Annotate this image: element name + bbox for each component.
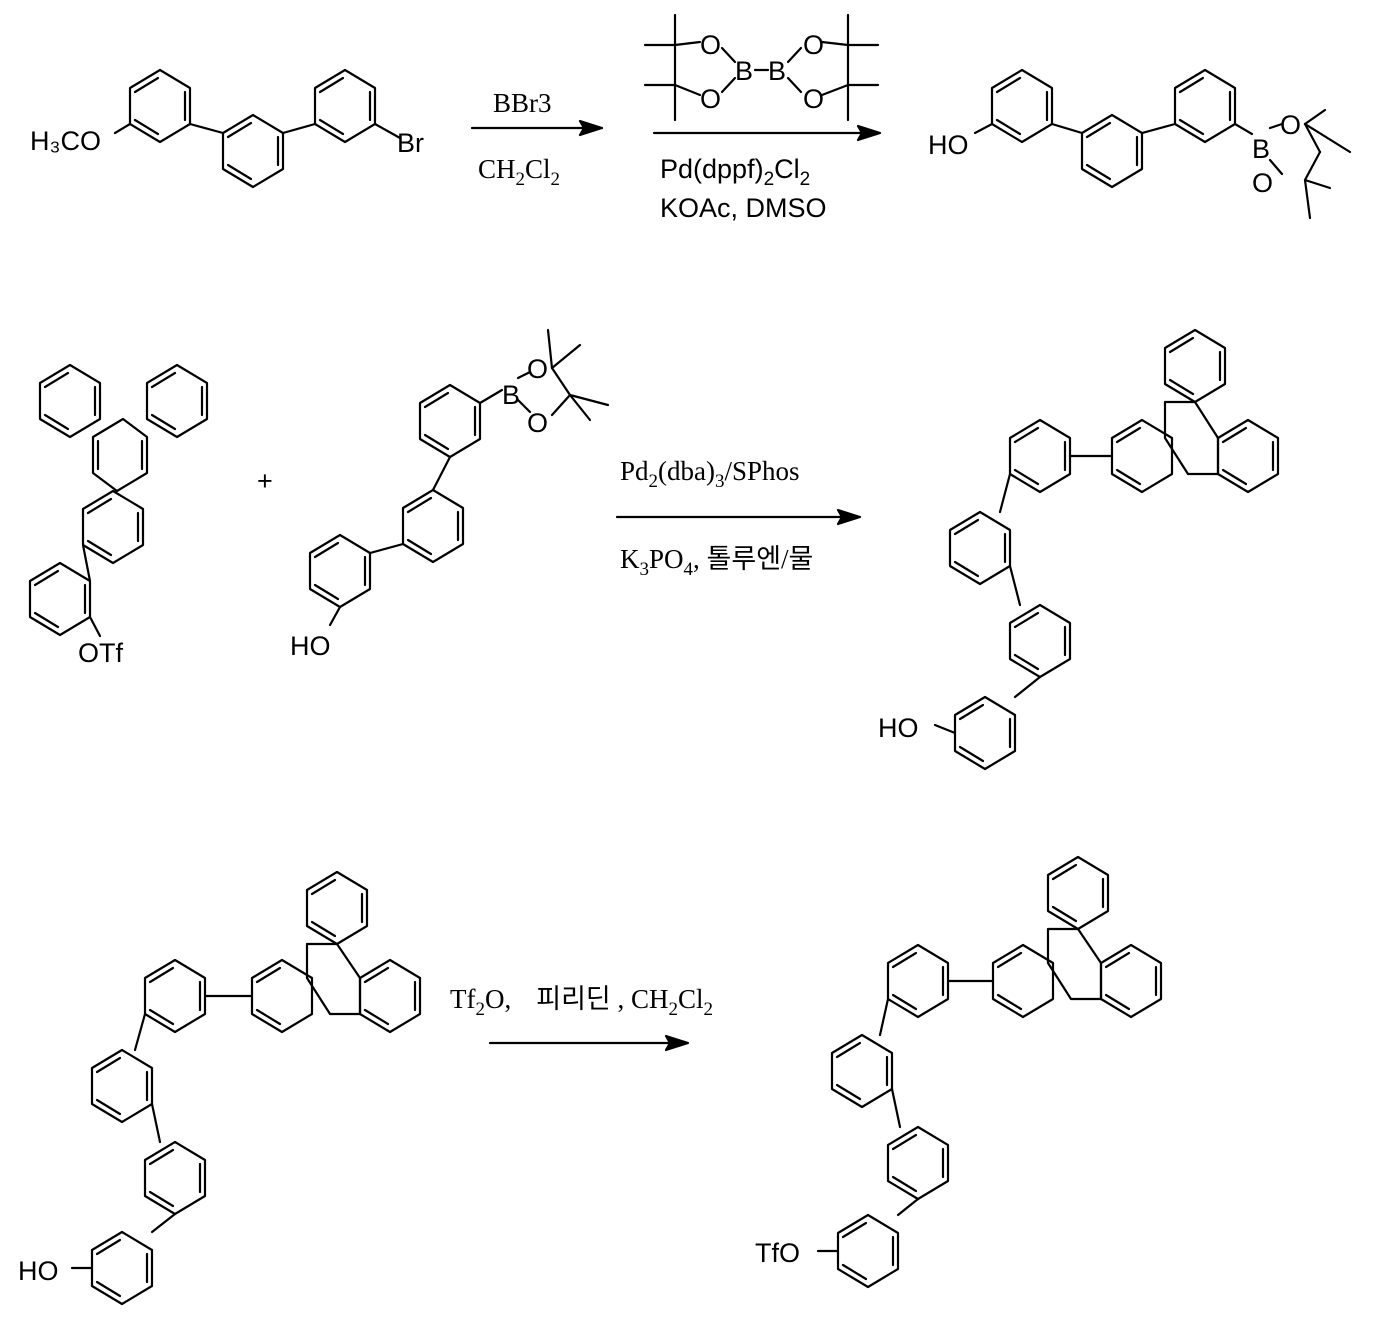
- step4-reagent: Tf2O,피리딘 , CH2Cl2: [450, 984, 713, 1020]
- product1-oxygen-1: O: [1280, 110, 1301, 140]
- hydroxy-terphenyl-boronate-structure: [975, 70, 1350, 218]
- step1-reagent-top: BBr3: [493, 88, 552, 118]
- product1-boron-label: B: [1252, 134, 1270, 164]
- step1-reagent-bottom: CH2Cl2: [478, 154, 560, 190]
- product1-oxygen-2: O: [1252, 168, 1273, 198]
- diboron-oxygen-1: O: [700, 30, 721, 60]
- bromo-label: Br: [397, 128, 424, 158]
- diboron-boron-2: B: [768, 56, 786, 86]
- product3-tfo-label: TfO: [755, 1238, 800, 1268]
- reactant3-hydroxy-label: HO: [18, 1256, 59, 1286]
- reactant2-oxygen-1: O: [527, 354, 548, 384]
- diboron-oxygen-2: O: [700, 84, 721, 114]
- hydroxy-quaterphenyl-triphenylene-structure: [935, 330, 1278, 769]
- diboron-oxygen-3: O: [803, 30, 824, 60]
- step2-catalyst: Pd(dppf)2Cl2: [660, 154, 810, 190]
- hydroxy-terphenyl-boronate-reactant-structure: [310, 330, 608, 625]
- step2-arrow: [654, 126, 880, 140]
- triflate-quaterphenyl-triphenylene-structure: [818, 857, 1161, 1287]
- hydroxy-quaterphenyl-triphenylene-reactant-structure: [72, 872, 420, 1304]
- step3-base-solvent: K3PO4, 톨루엔/물: [620, 544, 813, 580]
- methoxy-label: H₃CO: [30, 126, 101, 156]
- bis-pinacolato-diboron-structure: [645, 15, 878, 120]
- diboron-boron-1: B: [735, 56, 753, 86]
- step2-base-solvent: KOAc, DMSO: [660, 193, 827, 223]
- plus-sign: +: [257, 466, 273, 496]
- step3-catalyst: Pd2(dba)3/SPhos: [620, 456, 800, 492]
- reactant2-boron-label: B: [502, 380, 520, 410]
- diboron-oxygen-4: O: [803, 84, 824, 114]
- product1-hydroxy-label: HO: [928, 130, 969, 160]
- methoxy-bromo-terphenyl-structure: [115, 70, 400, 187]
- step3-arrow: [617, 510, 860, 524]
- reactant2-hydroxy-label: HO: [290, 631, 331, 661]
- triphenylenyl-phenyl-triflate-structure: [30, 365, 207, 636]
- reactant2-oxygen-2: O: [527, 408, 548, 438]
- product2-hydroxy-label: HO: [878, 713, 919, 743]
- otf-label: OTf: [78, 638, 123, 668]
- step1-arrow: [472, 121, 602, 135]
- step4-arrow: [490, 1036, 688, 1050]
